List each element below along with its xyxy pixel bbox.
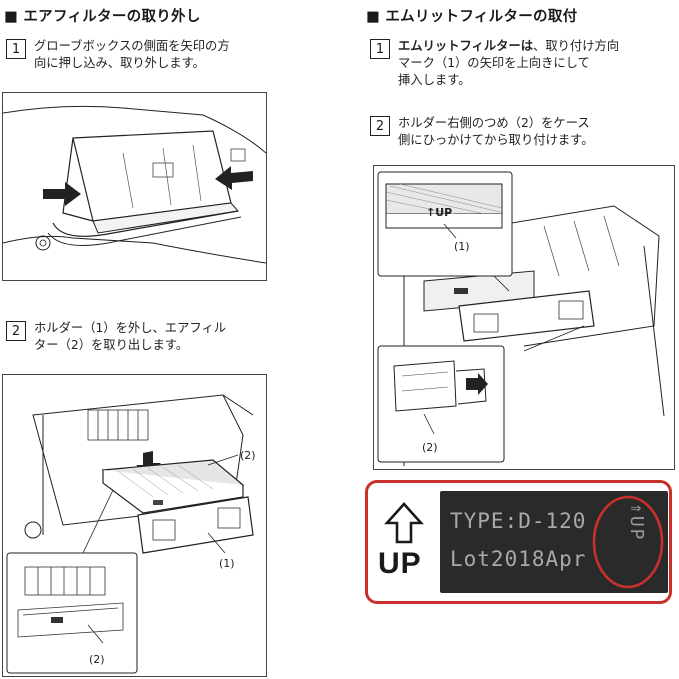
- left-step-1: 1 グローブボックスの側面を矢印の方 向に押し込み、取り外します。: [6, 38, 230, 72]
- step-text: ホルダー（1）を外し、エアフィル ター（2）を取り出します。: [34, 321, 227, 352]
- holder-label: (1): [219, 557, 235, 570]
- up-text: UP: [378, 547, 422, 580]
- left-step-2: 2 ホルダー（1）を外し、エアフィル ター（2）を取り出します。: [6, 320, 226, 354]
- step-text: 、取り付け方向 マーク（1）の矢印を上向きにして 挿入します。: [398, 39, 620, 87]
- left-section-heading: ■ エアフィルターの取り外し: [4, 9, 201, 25]
- filter-install-illustration: ↑UP (1) (2): [373, 165, 675, 470]
- step-number: 2: [370, 116, 390, 136]
- filter-label: (2): [240, 449, 256, 462]
- up-mark-label: ↑UP: [426, 206, 452, 219]
- inset-filter-label: (2): [89, 653, 105, 666]
- claw-number: (2): [422, 441, 438, 454]
- step-number: 1: [6, 39, 26, 59]
- step-text: ホルダー右側のつめ（2）をケース 側にひっかけてから取り付けます。: [398, 116, 594, 147]
- right-step-1: 1 エムリットフィルターは、取り付け方向 マーク（1）の矢印を上向きにして 挿入…: [370, 38, 619, 89]
- right-section-heading: ■ エムリットフィルターの取付: [366, 9, 578, 25]
- filter-removal-illustration: (2) (1) (2): [2, 374, 267, 677]
- up-arrow-outline-icon: [384, 502, 424, 544]
- filter-marking-photo: UP TYPE:D-120 Lot2018Apr ⇑UP: [365, 480, 672, 604]
- glovebox-removal-illustration: [2, 92, 267, 281]
- filter-label-surface: TYPE:D-120 Lot2018Apr ⇑UP: [440, 491, 668, 593]
- stamped-up-mark: ⇑UP: [626, 503, 647, 542]
- step-text: グローブボックスの側面を矢印の方 向に押し込み、取り外します。: [34, 39, 230, 70]
- step-number: 1: [370, 39, 390, 59]
- lot-line: Lot2018Apr: [450, 547, 587, 571]
- right-step-2: 2 ホルダー右側のつめ（2）をケース 側にひっかけてから取り付けます。: [370, 115, 594, 149]
- product-name: エムリットフィルターは: [398, 39, 534, 53]
- highlight-circle: [592, 495, 664, 589]
- type-line: TYPE:D-120: [450, 509, 587, 533]
- step-number: 2: [6, 321, 26, 341]
- up-mark-number: (1): [454, 240, 470, 253]
